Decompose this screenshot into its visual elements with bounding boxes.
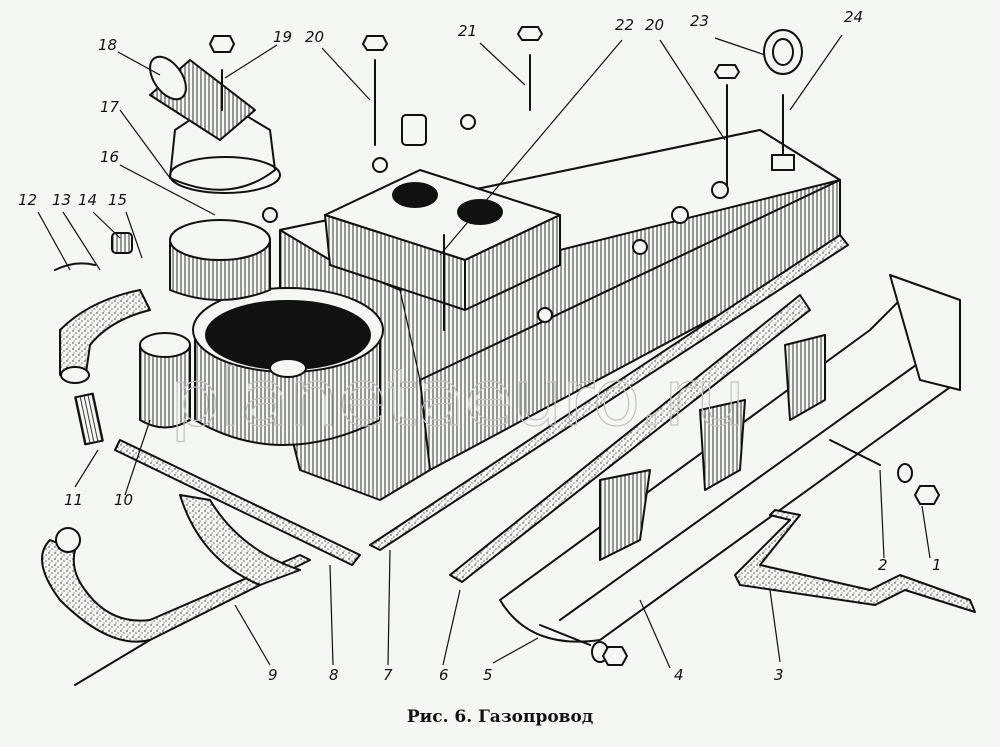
callout-16: 16 [100, 148, 119, 166]
callout-13: 13 [52, 191, 71, 209]
heat-shields [41, 439, 361, 686]
thermostat-elbow [149, 55, 281, 301]
callout-19: 19 [273, 28, 292, 46]
stud-washer-nut [539, 439, 940, 666]
callout-labels: 1 2 3 4 5 6 7 8 9 10 11 12 13 14 15 16 1… [18, 8, 942, 684]
callout-3: 3 [774, 666, 784, 684]
round-housing [139, 287, 384, 446]
callout-23: 23 [690, 12, 709, 30]
callout-7: 7 [383, 666, 393, 684]
callout-21: 21 [458, 22, 477, 40]
figure-caption: Рис. 6. Газопровод [406, 707, 594, 727]
callout-22: 22 [615, 16, 634, 34]
callout-24: 24 [844, 8, 863, 26]
callout-20-right: 20 [645, 16, 664, 34]
callout-6: 6 [439, 666, 449, 684]
callout-11: 11 [64, 491, 83, 509]
watermark-text: planetaeuro.ru [170, 354, 745, 444]
callout-12: 12 [18, 191, 37, 209]
hose-and-fittings [54, 232, 151, 446]
exhaust-manifold [499, 274, 961, 643]
manifold-body [262, 114, 841, 501]
callout-18: 18 [98, 36, 117, 54]
callout-17: 17 [100, 98, 120, 116]
callout-5: 5 [483, 666, 493, 684]
gas-manifold-exploded-drawing: planetaeuro.ru [18, 8, 976, 686]
pipe-3 [734, 509, 976, 613]
callout-1: 1 [932, 556, 942, 574]
callout-8: 8 [329, 666, 339, 684]
callout-4: 4 [674, 666, 684, 684]
callout-20-left: 20 [305, 28, 324, 46]
callout-10: 10 [114, 491, 133, 509]
callout-9: 9 [268, 666, 278, 684]
callout-15: 15 [108, 191, 127, 209]
gaskets [369, 234, 849, 583]
callout-14: 14 [78, 191, 97, 209]
leader-lines [37, 34, 931, 669]
callout-2: 2 [878, 556, 888, 574]
